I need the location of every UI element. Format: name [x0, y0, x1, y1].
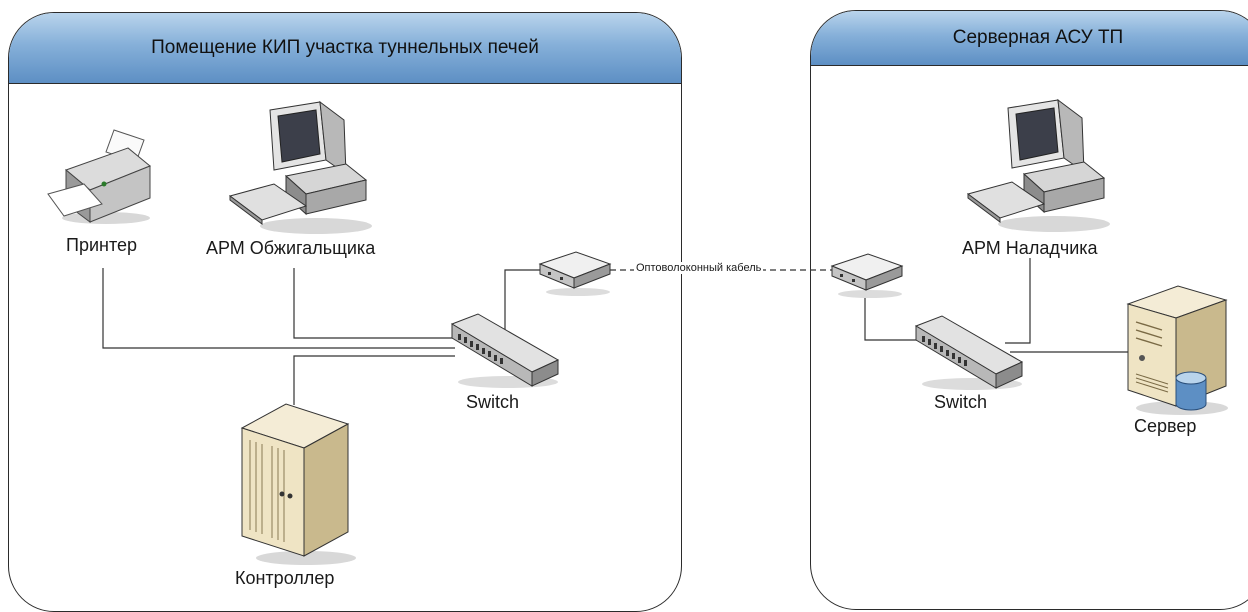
fiber-cable-label: Оптоволоконный кабель — [634, 262, 764, 274]
zone-server-room-title: Серверная АСУ ТП — [811, 11, 1248, 66]
arm-operator-workstation[interactable] — [226, 100, 376, 236]
switch-icon — [450, 313, 560, 388]
printer-icon — [47, 129, 151, 224]
media-converter-icon — [538, 251, 612, 296]
printer-label: Принтер — [66, 235, 138, 255]
workstation-icon — [228, 100, 372, 234]
media-converter-right[interactable] — [828, 250, 906, 300]
link-printer-switch — [102, 268, 455, 349]
switch-right-label: Switch — [934, 392, 988, 412]
arm-tuner-workstation[interactable] — [964, 98, 1114, 234]
server-label: Сервер — [1134, 416, 1197, 436]
controller-cabinet-icon — [240, 403, 356, 565]
server-device[interactable] — [1122, 282, 1232, 416]
arm-operator-label: АРМ Обжигальщика — [206, 238, 376, 258]
switch-left-device[interactable] — [448, 310, 560, 390]
connection-lines — [102, 258, 1132, 405]
link-converter-right-switch — [864, 285, 920, 341]
database-icon — [1175, 371, 1207, 411]
link-switch-converter-left — [504, 269, 540, 330]
switch-icon — [914, 315, 1024, 390]
controller-device[interactable] — [236, 400, 356, 566]
controller-label: Контроллер — [235, 568, 335, 588]
link-controller-switch — [293, 355, 455, 405]
media-converter-left[interactable] — [536, 248, 614, 298]
switch-right-device[interactable] — [912, 312, 1024, 392]
workstation-icon — [966, 98, 1110, 232]
arm-tuner-label: АРМ Наладчика — [962, 238, 1098, 258]
zone-kip-room-title: Помещение КИП участка туннельных печей — [9, 13, 681, 84]
printer-device[interactable] — [44, 126, 154, 226]
switch-left-label: Switch — [466, 392, 520, 412]
link-arm-operator-switch — [293, 268, 455, 339]
media-converter-icon — [830, 253, 904, 298]
link-arm-tuner-switch — [1005, 258, 1031, 344]
